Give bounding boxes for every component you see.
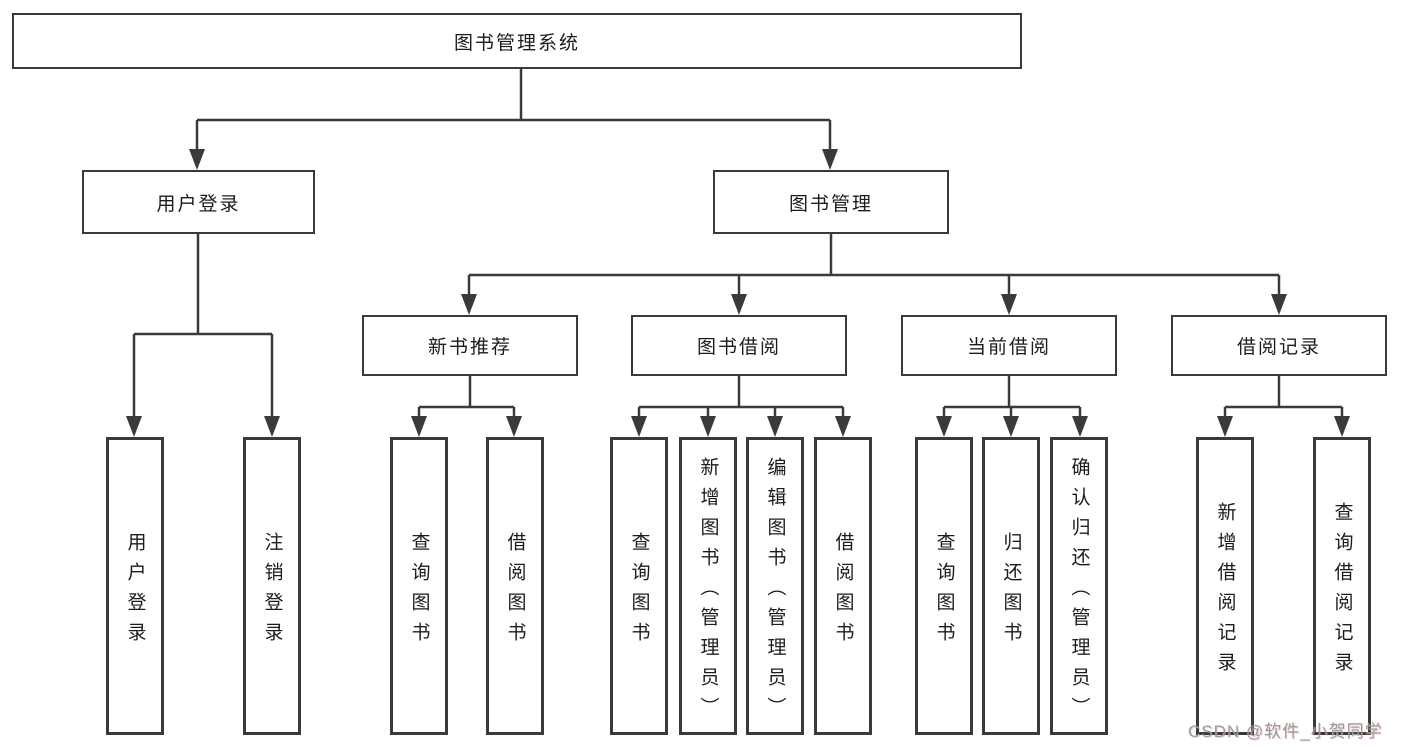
leaf-query-borrow-record: 查询借阅记录 [1313, 437, 1371, 735]
node-book-management: 图书管理 [713, 170, 949, 234]
leaf-recommend-query-books-label: 查询图书 [408, 531, 430, 652]
leaf-return-books-label: 归还图书 [1000, 531, 1022, 652]
node-current-borrow-label: 当前借阅 [966, 337, 1051, 358]
leaf-logout: 注销登录 [243, 437, 301, 735]
leaf-current-query-books: 查询图书 [915, 437, 973, 735]
leaf-add-borrow-record-label: 新增借阅记录 [1214, 501, 1236, 682]
node-root: 图书管理系统 [12, 13, 1022, 69]
leaf-borrow-books: 借阅图书 [814, 437, 872, 735]
leaf-borrow-query-books-label: 查询图书 [628, 531, 650, 652]
leaf-current-query-books-label: 查询图书 [933, 531, 955, 652]
arrowhead-icons [126, 149, 1350, 437]
leaf-add-books-admin-label: 新增图书（管理员） [697, 456, 719, 727]
leaf-add-books-admin: 新增图书（管理员） [679, 437, 737, 735]
csdn-watermark: CSDN @软件_小贺同学 [1188, 722, 1383, 741]
leaf-borrow-books-label: 借阅图书 [832, 531, 854, 652]
leaf-return-books: 归还图书 [982, 437, 1040, 735]
leaf-user-login: 用户登录 [106, 437, 164, 735]
leaf-add-borrow-record: 新增借阅记录 [1196, 437, 1254, 735]
leaf-confirm-return-admin: 确认归还（管理员） [1050, 437, 1108, 735]
node-book-borrow-label: 图书借阅 [696, 337, 781, 358]
node-new-book-recommend-label: 新书推荐 [427, 337, 512, 358]
leaf-recommend-query-books: 查询图书 [390, 437, 448, 735]
node-current-borrow: 当前借阅 [901, 315, 1117, 376]
leaf-confirm-return-admin-label: 确认归还（管理员） [1068, 456, 1090, 727]
leaf-recommend-borrow-books: 借阅图书 [486, 437, 544, 735]
node-borrow-records: 借阅记录 [1171, 315, 1387, 376]
leaf-user-login-label: 用户登录 [124, 531, 146, 652]
node-book-borrow: 图书借阅 [631, 315, 847, 376]
leaf-borrow-query-books: 查询图书 [610, 437, 668, 735]
leaf-recommend-borrow-books-label: 借阅图书 [504, 531, 526, 652]
leaf-logout-label: 注销登录 [261, 531, 283, 652]
node-root-label: 图书管理系统 [453, 32, 580, 54]
node-borrow-records-label: 借阅记录 [1236, 337, 1321, 358]
leaf-query-borrow-record-label: 查询借阅记录 [1331, 501, 1353, 682]
node-new-book-recommend: 新书推荐 [362, 315, 578, 376]
node-book-management-label: 图书管理 [788, 193, 873, 215]
leaf-edit-books-admin-label: 编辑图书（管理员） [764, 456, 786, 727]
node-user-login: 用户登录 [82, 170, 315, 234]
node-user-login-label: 用户登录 [156, 193, 241, 215]
leaf-edit-books-admin: 编辑图书（管理员） [746, 437, 804, 735]
